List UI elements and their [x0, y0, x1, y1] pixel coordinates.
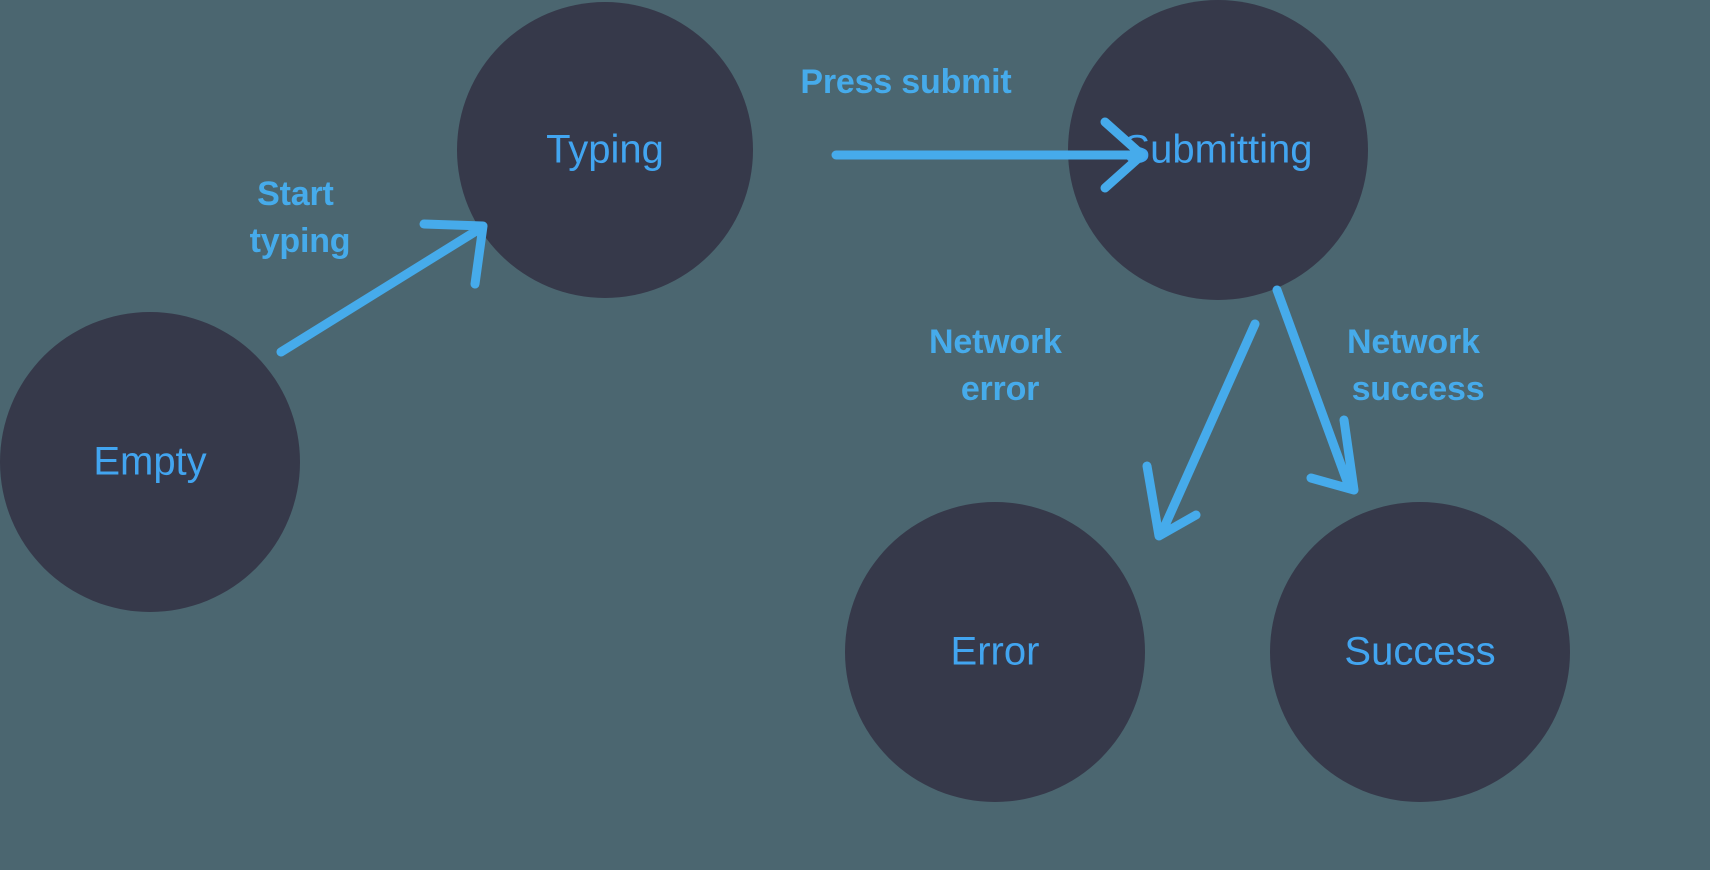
- node-success-label: Success: [1344, 630, 1495, 674]
- edge-network-success-label-line-1: Network: [1347, 323, 1480, 361]
- edge-network-error-label-line-1: Network: [929, 323, 1062, 361]
- edge-network-error-label: Network error: [929, 323, 1071, 408]
- node-typing-label: Typing: [546, 128, 664, 172]
- edge-press-submit: Press submit: [800, 63, 1147, 193]
- node-empty-circle[interactable]: [0, 312, 300, 612]
- node-empty-label: Empty: [93, 440, 206, 484]
- node-error[interactable]: Error: [845, 502, 1145, 802]
- node-typing-circle[interactable]: [457, 2, 753, 298]
- edge-network-success: Network success: [1272, 285, 1489, 495]
- edge-network-success-arrow: [1272, 285, 1359, 495]
- edge-network-success-label: Network success: [1347, 323, 1489, 408]
- node-error-label: Error: [951, 630, 1040, 674]
- node-submitting-label: Submitting: [1124, 128, 1313, 172]
- edge-press-submit-arrow: [831, 117, 1147, 193]
- node-success[interactable]: Success: [1270, 502, 1570, 802]
- edge-start-typing-label: Start typing: [250, 175, 351, 260]
- node-empty[interactable]: Empty: [0, 312, 300, 612]
- edge-start-typing: Start typing: [250, 175, 488, 357]
- edge-network-success-label-line-2: success: [1352, 370, 1485, 408]
- edge-press-submit-label-line-1: Press submit: [800, 63, 1011, 101]
- edge-network-error-label-line-2: error: [961, 370, 1039, 408]
- edge-start-typing-label-line-2: typing: [250, 222, 351, 260]
- node-success-circle[interactable]: [1270, 502, 1570, 802]
- node-error-circle[interactable]: [845, 502, 1145, 802]
- node-submitting-circle[interactable]: [1068, 0, 1368, 300]
- node-submitting[interactable]: Submitting: [1068, 0, 1368, 300]
- node-typing[interactable]: Typing: [457, 2, 753, 298]
- edge-network-error-arrow: [1142, 319, 1260, 541]
- edge-start-typing-arrow: [276, 219, 488, 357]
- edge-start-typing-label-line-1: Start: [257, 175, 333, 213]
- edge-network-error: Network error: [929, 319, 1260, 541]
- edge-press-submit-label: Press submit: [800, 63, 1011, 101]
